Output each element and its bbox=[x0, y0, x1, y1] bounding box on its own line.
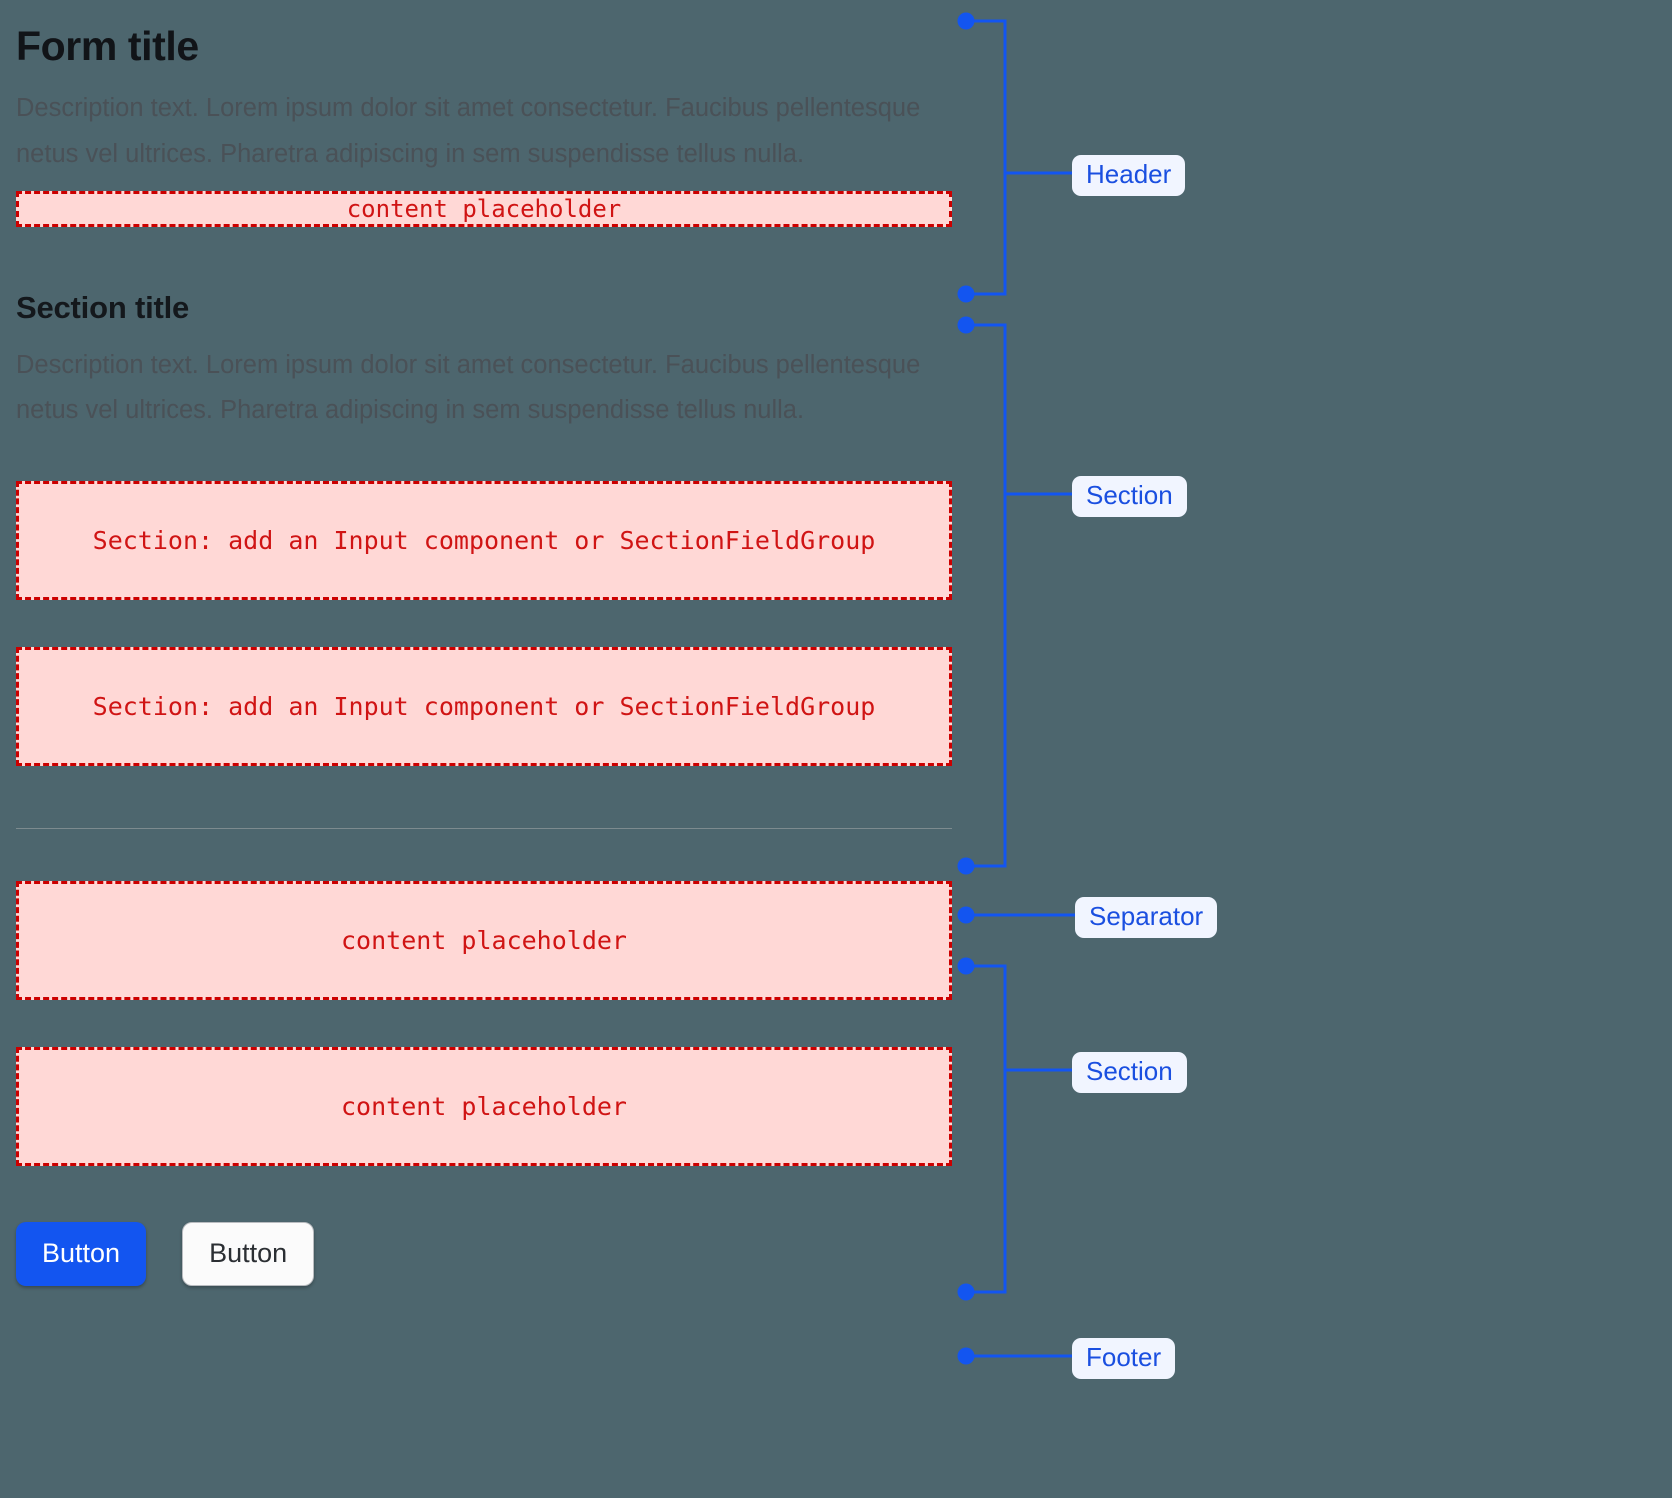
section-two-bracket bbox=[966, 964, 1007, 1294]
section-two-block: content placeholder content placeholder bbox=[16, 880, 952, 1166]
anchor-dot-section-one-bottom bbox=[957, 857, 975, 875]
annotation-label-header[interactable]: Header bbox=[1072, 155, 1186, 197]
annotation-label-section-two[interactable]: Section bbox=[1072, 1052, 1187, 1094]
anchor-dot-header-top bbox=[957, 12, 975, 30]
annotation-label-separator[interactable]: Separator bbox=[1075, 897, 1218, 939]
form-footer: Button Button bbox=[16, 1221, 952, 1286]
section-two-slot-2[interactable]: content placeholder bbox=[16, 1046, 952, 1166]
section-one-bracket bbox=[966, 323, 1007, 868]
anchor-dot-section-two-bottom bbox=[957, 1283, 975, 1301]
annotation-label-footer[interactable]: Footer bbox=[1072, 1338, 1176, 1380]
primary-button[interactable]: Button bbox=[16, 1221, 147, 1286]
separator bbox=[16, 827, 952, 829]
header-description: Description text. Lorem ipsum dolor sit … bbox=[16, 94, 921, 168]
anchor-dot-section-one-top bbox=[957, 316, 975, 334]
header-bracket bbox=[966, 19, 1007, 296]
annotation-label-section-one[interactable]: Section bbox=[1072, 476, 1187, 518]
section-two-slot-1[interactable]: content placeholder bbox=[16, 880, 952, 1000]
secondary-button[interactable]: Button bbox=[182, 1221, 315, 1286]
section-one-slot-1[interactable]: Section: add an Input component or Secti… bbox=[16, 480, 952, 600]
section-one-description: Description text. Lorem ipsum dolor sit … bbox=[16, 350, 921, 425]
section-one-title: Section title bbox=[16, 290, 190, 326]
annotation-dots bbox=[957, 12, 975, 1365]
page-title: Form title bbox=[16, 23, 199, 69]
anchor-dot-separator bbox=[957, 906, 975, 924]
form-header-block: Form title Description text. Lorem ipsum… bbox=[16, 22, 952, 228]
anchor-dot-footer bbox=[957, 1347, 975, 1365]
anchor-dot-header-bottom bbox=[957, 285, 975, 303]
section-one-block: Section title Description text. Lorem ip… bbox=[16, 289, 952, 766]
header-content-placeholder[interactable]: content placeholder bbox=[16, 191, 952, 228]
anchor-dot-section-two-top bbox=[957, 957, 975, 975]
form-root: Form title Description text. Lorem ipsum… bbox=[16, 0, 952, 1286]
section-one-slot-2[interactable]: Section: add an Input component or Secti… bbox=[16, 646, 952, 766]
